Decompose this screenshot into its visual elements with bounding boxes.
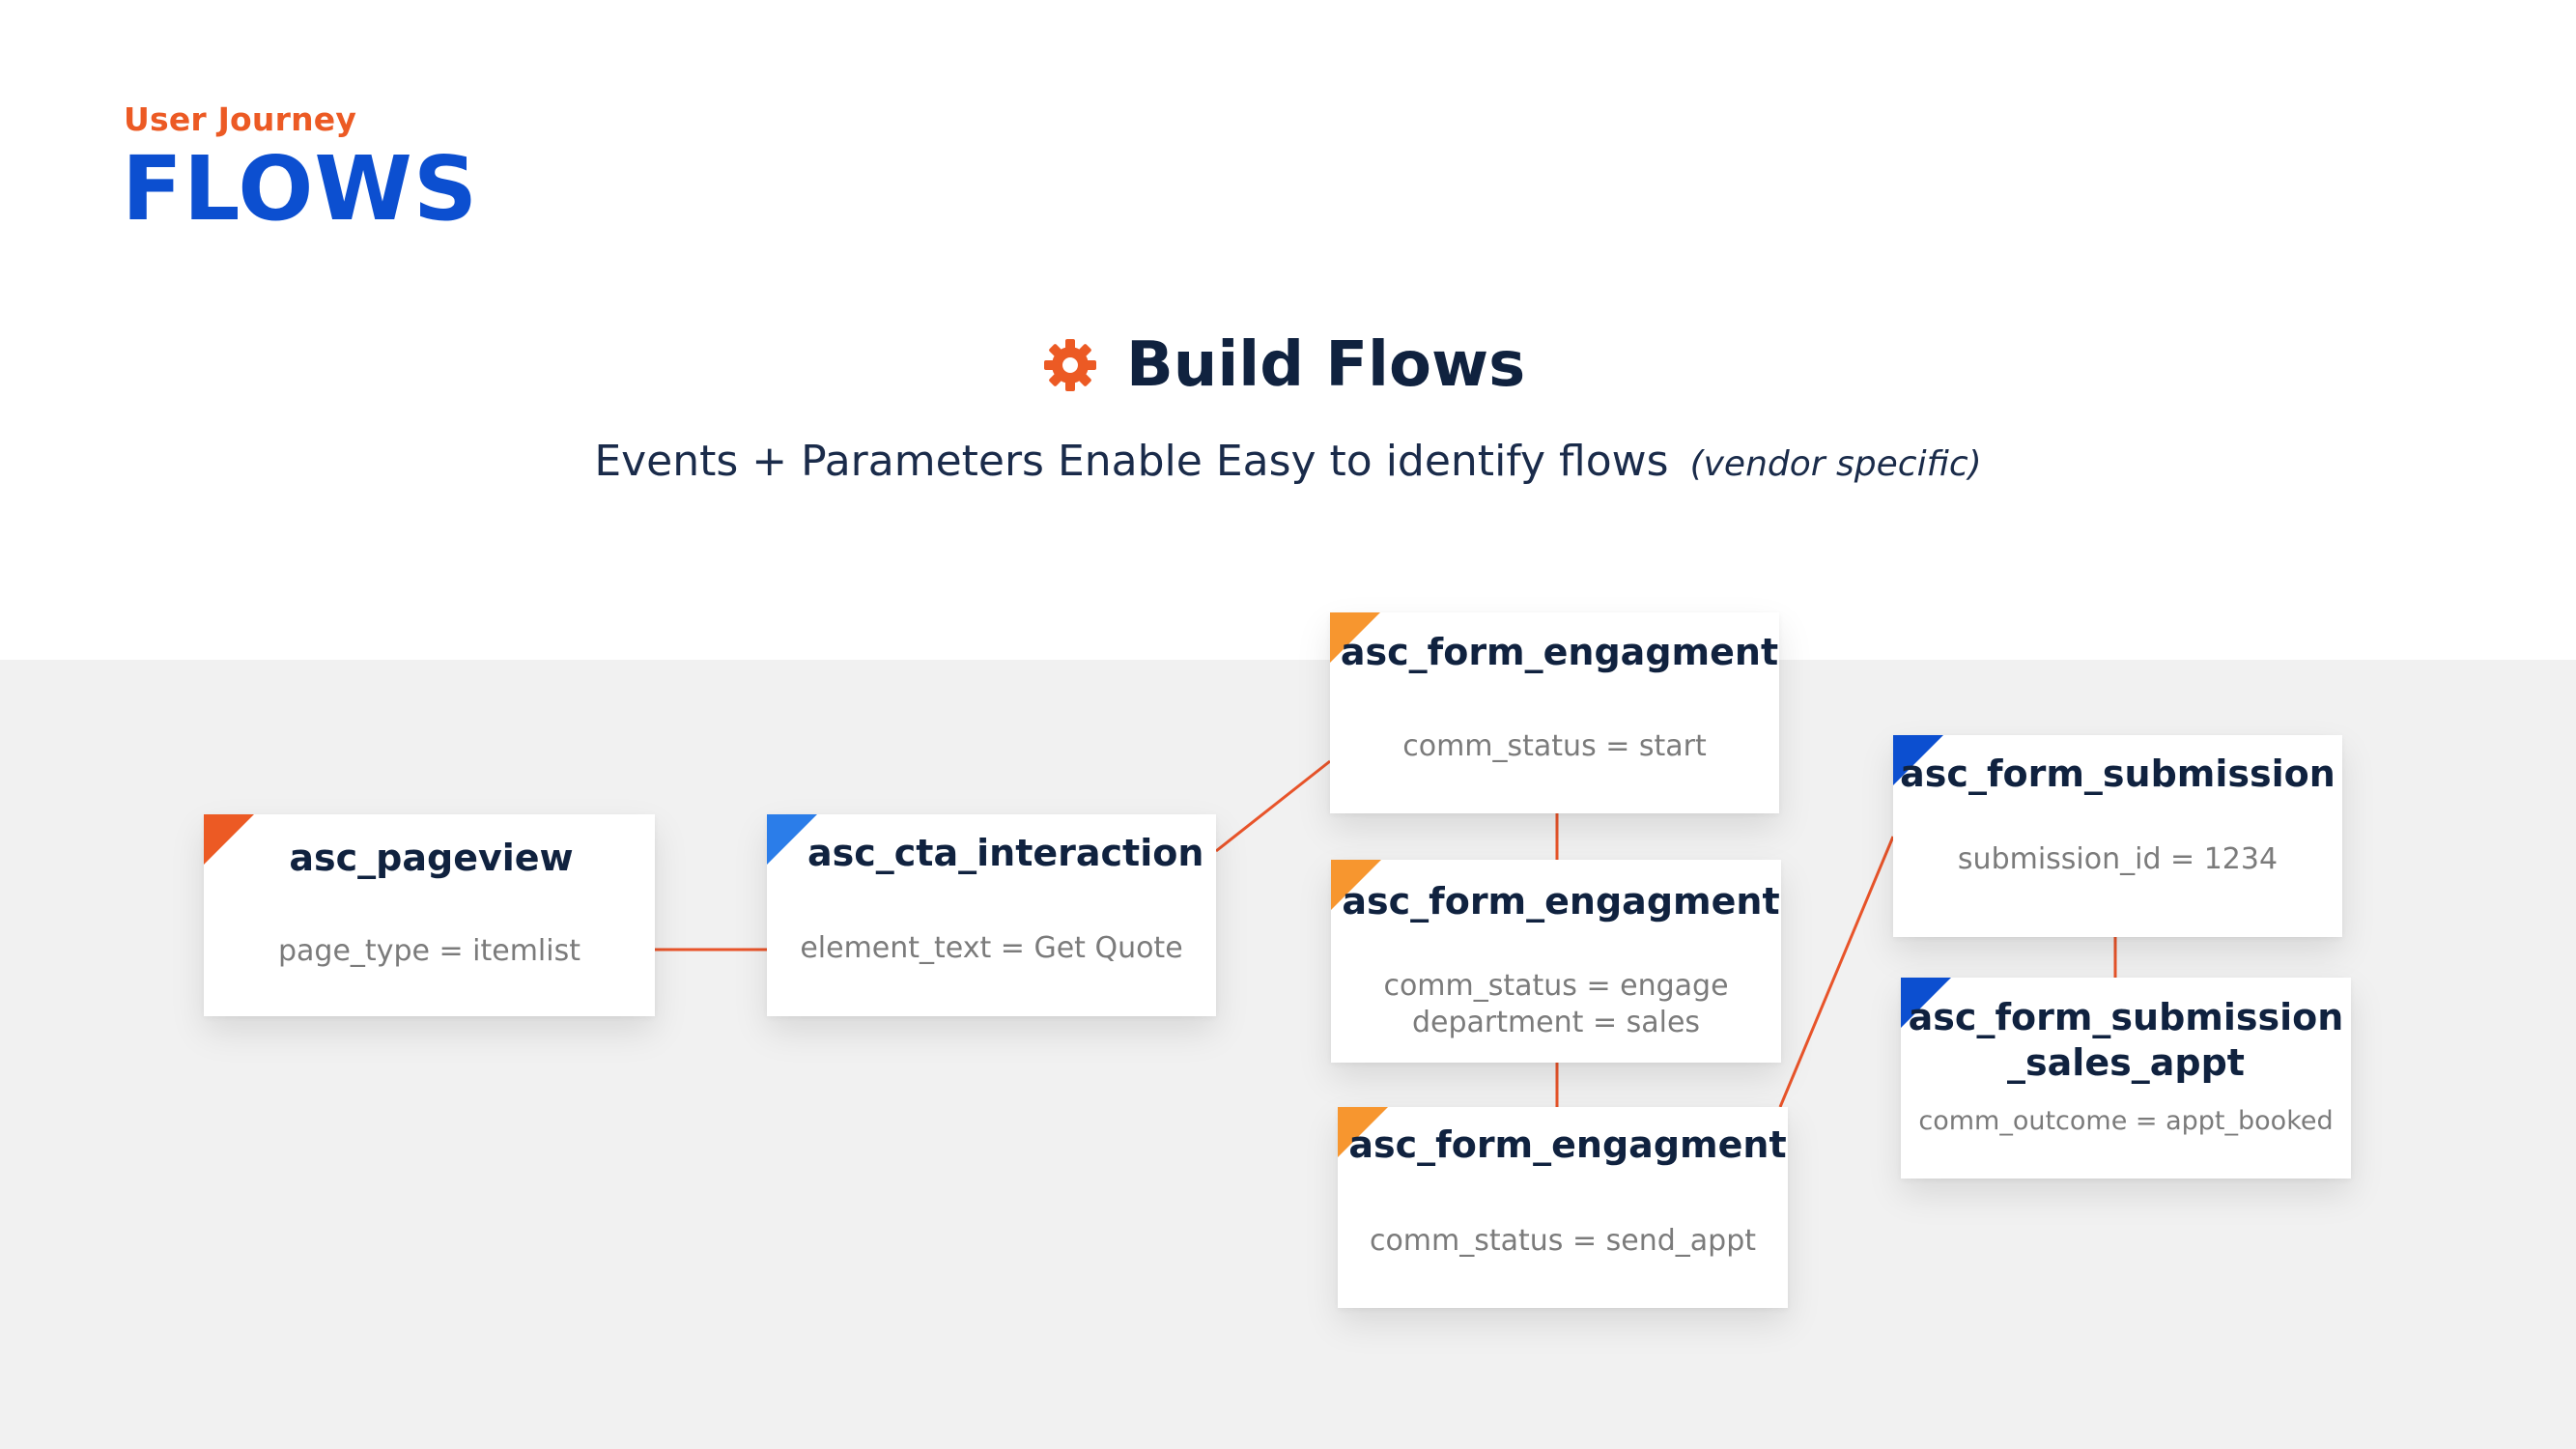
event-card-form-engagement-send-appt: asc_form_engagment comm_status = send_ap… [1338,1107,1788,1308]
section-heading: Build Flows [1126,329,1526,401]
subtitle-text: Events + Parameters Enable Easy to ident… [594,437,1669,486]
event-name: asc_form_engagment [1340,631,1779,673]
event-param: comm_status = engage [1383,969,1729,1003]
gear-icon [1044,339,1096,391]
section-subtitle: Events + Parameters Enable Easy to ident… [0,437,2576,486]
event-name: asc_form_submission [1908,996,2344,1038]
connector-form-send-submission [1778,836,1895,1108]
event-card-cta-interaction: asc_cta_interaction element_text = Get Q… [767,814,1216,1016]
event-param: department = sales [1411,1006,1701,1039]
event-card-form-submission-sales-appt: asc_form_submission _sales_appt comm_out… [1901,978,2351,1179]
event-card-form-engagement-start: asc_form_engagment comm_status = start [1330,612,1779,813]
event-param: comm_status = start [1402,729,1707,763]
event-param: comm_status = send_appt [1369,1224,1757,1258]
section-kicker: User Journey [124,100,357,138]
event-card-pageview: asc_pageview page_type = itemlist [204,814,655,1016]
event-param: comm_outcome = appt_booked [1918,1106,2334,1136]
section-heading-row: Build Flows [1043,327,1525,404]
event-name-continued: _sales_appt [2007,1041,2245,1084]
event-card-form-engagement-engage: asc_form_engagment comm_status = engage … [1331,860,1781,1063]
event-name: asc_form_engagment [1342,880,1780,923]
page-title: FLOWS [122,137,479,241]
event-name: asc_form_submission [1900,753,2335,795]
subtitle-note: (vendor specific) [1689,444,1982,484]
event-name: asc_form_engagment [1348,1123,1787,1166]
event-param: page_type = itemlist [278,934,580,968]
event-name: asc_cta_interaction [807,832,1204,874]
event-card-form-submission: asc_form_submission submission_id = 1234 [1893,735,2342,937]
connector-cta-form-start [1215,759,1331,853]
event-param: element_text = Get Quote [800,931,1183,965]
event-name: asc_pageview [289,837,574,879]
event-param: submission_id = 1234 [1957,842,2279,876]
